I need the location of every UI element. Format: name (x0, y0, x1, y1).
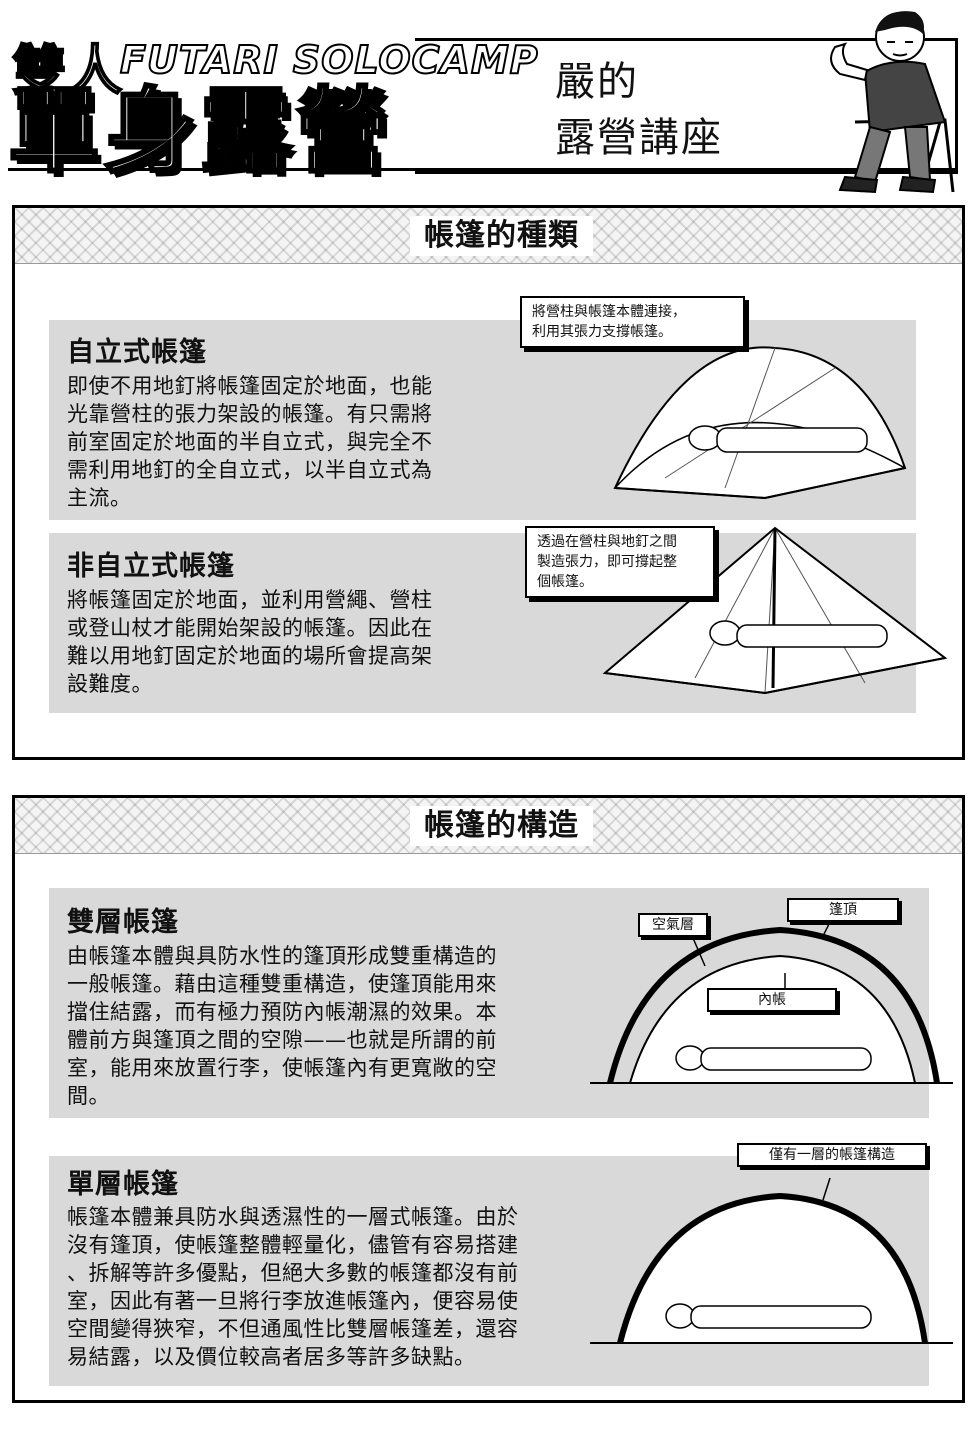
single-wall-line: 易結露，以及價位較高者居多等許多缺點。 (67, 1345, 476, 1369)
freestanding-tent-illustration (613, 346, 907, 500)
series-title: 嚴的 露營講座 (555, 54, 723, 166)
inner-tent-label: 內帳 (707, 988, 837, 1012)
double-wall-tent-illustration (590, 921, 953, 1084)
single-wall-description: 帳篷本體兼具防水與透濕性的一層式帳篷。由於 沒有篷頂，使帳篷整體輕量化，儘管有容… (67, 1203, 557, 1371)
single-wall-line: 室，因此有著一旦將行李放進帳篷內，便容易使 (67, 1289, 519, 1313)
header-rule (8, 168, 956, 171)
non-freestanding-line: 或登山杖才能開始架設的帳篷。因此在 (67, 616, 433, 640)
logo-small-text: 雙人 (11, 38, 124, 103)
double-wall-line: 擋住結露，而有極力預防內帳潮濕的效果。本 (67, 1000, 497, 1024)
double-wall-line: 間。 (67, 1084, 110, 1108)
series-title-line1: 嚴的 (555, 59, 639, 105)
non-freestanding-heading: 非自立式帳篷 (67, 551, 235, 582)
logo-english-text: FUTARI SOLOCAMP (119, 37, 539, 83)
freestanding-callout-line: 將營柱與帳篷本體連接， (532, 304, 686, 320)
single-wall-line: 帳篷本體兼具防水與透濕性的一層式帳篷。由於 (67, 1205, 519, 1229)
fly-sheet-label: 篷頂 (787, 898, 899, 922)
freestanding-description: 即使不用地釘將帳篷固定於地面，也能 光靠營柱的張力架設的帳篷。有只需將 前室固定… (67, 372, 487, 512)
series-title-line2: 露營講座 (555, 115, 723, 161)
single-wall-heading: 單層帳篷 (67, 1169, 179, 1200)
freestanding-line: 需利用地釘的全自立式，以半自立式為 (67, 458, 433, 482)
double-wall-heading: 雙層帳篷 (67, 907, 179, 938)
logo-main-text: 單身露營 (6, 78, 393, 185)
double-wall-line: 一般帳篷。藉由這種雙重構造，使篷頂能用來 (67, 972, 497, 996)
freestanding-heading: 自立式帳篷 (67, 337, 207, 368)
double-wall-line: 室，能用來放置行李，使帳篷內有更寬敞的空 (67, 1056, 497, 1080)
double-wall-line: 體前方與篷頂之間的空隙——也就是所謂的前 (67, 1028, 497, 1052)
single-wall-line: 、拆解等許多優點，但絕大多數的帳篷都沒有前 (67, 1261, 519, 1285)
non-freestanding-description: 將帳篷固定於地面，並利用營繩、營柱 或登山杖才能開始架設的帳篷。因此在 難以用地… (67, 586, 487, 698)
section-tent-types-title: 帳篷的種類 (410, 216, 593, 256)
freestanding-line: 前室固定於地面的半自立式，與完全不 (67, 430, 433, 454)
freestanding-line: 光靠營柱的張力架設的帳篷。有只需將 (67, 402, 433, 426)
section-tent-structure: 帳篷的構造 雙層帳篷 由帳篷本體與具防水性的篷頂形成雙重構造的 一般帳篷。藉由這… (12, 795, 965, 1403)
character-illustration (830, 11, 955, 194)
single-wall-line: 空間變得狹窄，不但通風性比雙層帳篷差，還容 (67, 1317, 519, 1341)
section-tent-structure-band: 帳篷的構造 (15, 798, 962, 854)
freestanding-callout: 將營柱與帳篷本體連接， 利用其張力支撐帳篷。 (520, 296, 745, 348)
non-freestanding-line: 難以用地釘固定於地面的場所會提高架 (67, 644, 433, 668)
section-tent-structure-title: 帳篷的構造 (410, 806, 593, 846)
non-freestanding-callout-line: 透過在營柱與地釘之間 (537, 534, 677, 550)
freestanding-callout-line: 利用其張力支撐帳篷。 (532, 324, 672, 340)
air-layer-label: 空氣層 (638, 913, 708, 937)
freestanding-line: 即使不用地釘將帳篷固定於地面，也能 (67, 374, 433, 398)
freestanding-line: 主流。 (67, 486, 132, 510)
single-wall-line: 沒有篷頂，使帳篷整體輕量化，儘管有容易搭建 (67, 1233, 519, 1257)
non-freestanding-line: 將帳篷固定於地面，並利用營繩、營柱 (67, 588, 433, 612)
section-tent-types-band: 帳篷的種類 (15, 208, 962, 264)
non-freestanding-line: 設難度。 (67, 672, 153, 696)
double-wall-line: 由帳篷本體與具防水性的篷頂形成雙重構造的 (67, 944, 497, 968)
double-wall-description: 由帳篷本體與具防水性的篷頂形成雙重構造的 一般帳篷。藉由這種雙重構造，使篷頂能用… (67, 942, 547, 1110)
non-freestanding-callout-line: 個帳篷。 (537, 574, 593, 590)
non-freestanding-callout: 透過在營柱與地釘之間 製造張力，即可撐起整 個帳篷。 (525, 526, 715, 598)
single-layer-label: 僅有一層的帳篷構造 (737, 1143, 927, 1167)
non-freestanding-callout-line: 製造張力，即可撐起整 (537, 554, 677, 570)
section-tent-types: 帳篷的種類 自立式帳篷 即使不用地釘將帳篷固定於地面，也能 光靠營柱的張力架設的… (12, 205, 965, 760)
single-wall-tent-illustration (590, 1177, 953, 1344)
non-freestanding-tent-illustration (602, 526, 948, 695)
